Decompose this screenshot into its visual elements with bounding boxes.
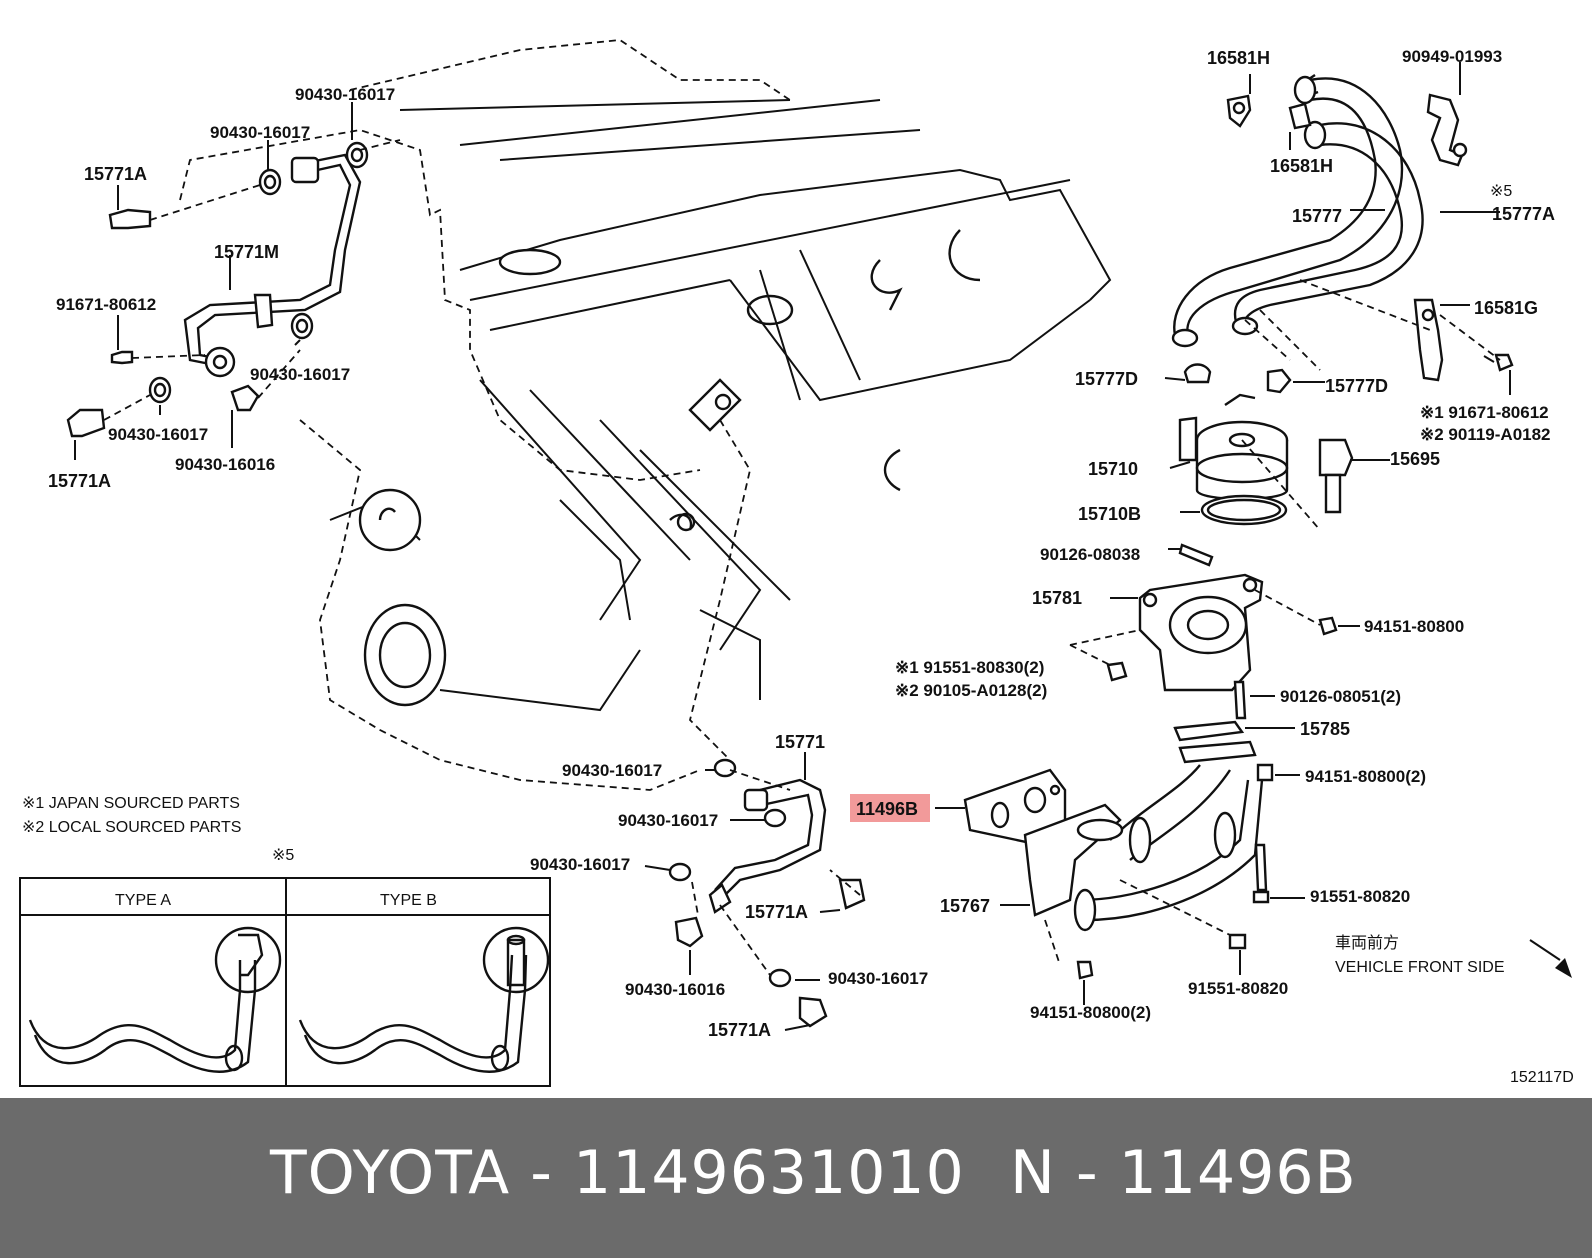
type-b-label: TYPE B: [380, 892, 437, 909]
label-15777A[interactable]: 15777A: [1492, 204, 1555, 224]
type-b-hose: [298, 926, 550, 1073]
label-90126-08051[interactable]: 90126-08051(2): [1280, 687, 1401, 706]
type-a-label: TYPE A: [115, 892, 171, 909]
oil-pipe-15771M-assembly: [66, 102, 401, 460]
legend-note-2: ※2 LOCAL SOURCED PARTS: [22, 819, 241, 836]
label-15771M[interactable]: 15771M: [214, 242, 279, 262]
label-16581G[interactable]: 16581G: [1474, 298, 1538, 318]
label-91551-80820[interactable]: 91551-80820: [1188, 979, 1288, 998]
legend: ※1 JAPAN SOURCED PARTS ※2 LOCAL SOURCED …: [19, 795, 551, 1087]
label-15710B[interactable]: 15710B: [1078, 504, 1141, 524]
label-15767[interactable]: 15767: [940, 896, 990, 916]
label-90430-16016[interactable]: 90430-16016: [625, 980, 725, 999]
label-90430-16017[interactable]: 90430-16017: [210, 123, 310, 142]
label-15785[interactable]: 15785: [1300, 719, 1350, 739]
exploded-parts-diagram: 15771A 90430-16017 90430-16017 15771M 91…: [19, 39, 1574, 1087]
hose-assembly-15777: [1171, 62, 1514, 395]
legend-note-1: ※1 JAPAN SOURCED PARTS: [22, 795, 240, 812]
label-90119-A0182-local[interactable]: ※2 90119-A0182: [1420, 425, 1551, 444]
label-15777D[interactable]: 15777D: [1325, 376, 1388, 396]
label-91671-80612[interactable]: 91671-80612: [56, 295, 156, 314]
oil-pipe-15771-assembly: [644, 752, 866, 1031]
vehicle-front-jp: 車両前方: [1335, 934, 1399, 952]
highlight-box-11496B: [850, 794, 930, 822]
footer-bar: TOYOTA - 1149631010 N - 11496B: [0, 1098, 1592, 1258]
label-15777[interactable]: 15777: [1292, 206, 1342, 226]
vehicle-front-en: VEHICLE FRONT SIDE: [1335, 959, 1505, 976]
label-90430-16017[interactable]: 90430-16017: [530, 855, 630, 874]
label-90430-16017[interactable]: 90430-16017: [250, 365, 350, 384]
type-a-hose: [28, 926, 282, 1073]
label-15710[interactable]: 15710: [1088, 459, 1138, 479]
label-90430-16017[interactable]: 90430-16017: [618, 811, 718, 830]
label-15771A[interactable]: 15771A: [745, 902, 808, 922]
label-90126-08038[interactable]: 90126-08038: [1040, 545, 1140, 564]
label-15695[interactable]: 15695: [1390, 449, 1440, 469]
label-11496B-highlighted[interactable]: 11496B: [856, 799, 918, 819]
label-90430-16017[interactable]: 90430-16017: [295, 85, 395, 104]
label-90105-A0128-local[interactable]: ※2 90105-A0128(2): [895, 681, 1047, 700]
label-94151-80800-2[interactable]: 94151-80800(2): [1305, 767, 1426, 786]
engine-block-outline: [179, 39, 1112, 791]
label-15771A[interactable]: 15771A: [708, 1020, 771, 1040]
label-note-5: ※5: [1490, 183, 1512, 200]
label-15781[interactable]: 15781: [1032, 588, 1082, 608]
label-94151-80800[interactable]: 94151-80800: [1364, 617, 1464, 636]
label-15771A[interactable]: 15771A: [48, 471, 111, 491]
label-94151-80800-2[interactable]: 94151-80800(2): [1030, 1003, 1151, 1022]
legend-note-5: ※5: [272, 847, 294, 864]
footer-part-number: TOYOTA - 1149631010: [270, 1138, 965, 1208]
label-90430-16017[interactable]: 90430-16017: [828, 969, 928, 988]
label-91551-80830-jp[interactable]: ※1 91551-80830(2): [895, 658, 1044, 677]
label-90949-01993[interactable]: 90949-01993: [1402, 47, 1502, 66]
footer-reference: N - 11496B: [1010, 1138, 1357, 1208]
label-91671-80612-jp[interactable]: ※1 91671-80612: [1420, 403, 1549, 422]
label-16581H[interactable]: 16581H: [1270, 156, 1333, 176]
label-90430-16017[interactable]: 90430-16017: [562, 761, 662, 780]
label-91551-80820[interactable]: 91551-80820: [1310, 887, 1410, 906]
diagram-code: 152117D: [1510, 1069, 1574, 1086]
label-90430-16017[interactable]: 90430-16017: [108, 425, 208, 444]
oil-cooler-stack: [1069, 363, 1390, 742]
label-90430-16016[interactable]: 90430-16016: [175, 455, 275, 474]
label-15771A[interactable]: 15771A: [84, 164, 147, 184]
label-15777D[interactable]: 15777D: [1075, 369, 1138, 389]
part-labels: 15771A 90430-16017 90430-16017 15771M 91…: [48, 47, 1574, 1086]
pipe-15767-assembly: [935, 740, 1572, 1005]
label-15771[interactable]: 15771: [775, 732, 825, 752]
label-16581H[interactable]: 16581H: [1207, 48, 1270, 68]
